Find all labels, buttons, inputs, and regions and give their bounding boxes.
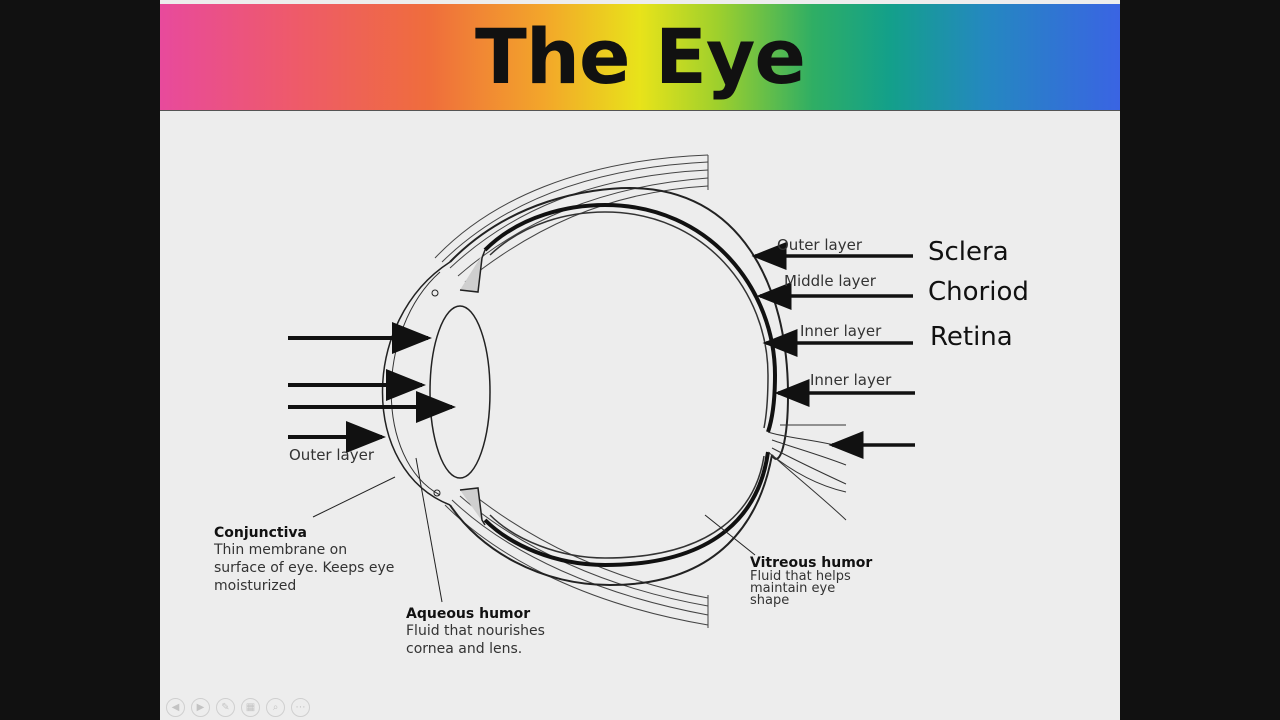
cornea bbox=[381, 261, 451, 506]
upper-tissue bbox=[434, 154, 709, 283]
title-banner bbox=[160, 4, 1120, 111]
inner-layer-label-1: Inner layer bbox=[800, 322, 882, 340]
middle-layer-label: Middle layer bbox=[784, 272, 876, 290]
outer-layer-right-label: Outer layer bbox=[777, 236, 862, 254]
iris-lower bbox=[459, 487, 486, 526]
zoom-icon[interactable]: ⌕ bbox=[266, 698, 285, 717]
eye-diagram bbox=[288, 154, 915, 628]
slides-icon[interactable]: ▦ bbox=[241, 698, 260, 717]
slide: The Eye bbox=[160, 0, 1120, 720]
outer-layer-left-label: Outer layer bbox=[289, 446, 374, 464]
aqueous-callout: Aqueous humor Fluid that nourishes corne… bbox=[406, 606, 576, 658]
vitreous-callout: Vitreous humor Fluid that helps maintain… bbox=[750, 555, 873, 608]
sclera-label: Sclera bbox=[928, 237, 1009, 267]
conjunctiva-callout: Conjunctiva Thin membrane on surface of … bbox=[214, 525, 414, 595]
iris-upper bbox=[459, 249, 486, 293]
previous-icon[interactable]: ◀ bbox=[166, 698, 185, 717]
sclera-outline bbox=[449, 186, 790, 460]
conjunctiva-title: Conjunctiva bbox=[214, 525, 307, 541]
more-icon[interactable]: ⋯ bbox=[291, 698, 310, 717]
light-ray-arrows bbox=[288, 322, 456, 453]
conjunctiva-text: Thin membrane on surface of eye. Keeps e… bbox=[214, 542, 395, 594]
pen-icon[interactable]: ✎ bbox=[216, 698, 235, 717]
callout-leaders bbox=[312, 457, 756, 603]
choriod-label: Choriod bbox=[928, 277, 1029, 307]
vitreous-text: Fluid that helps maintain eye shape bbox=[750, 569, 851, 608]
slide-title: The Eye bbox=[475, 12, 806, 101]
vitreous-title: Vitreous humor bbox=[750, 555, 873, 571]
retina-label: Retina bbox=[930, 322, 1013, 352]
retina-outline bbox=[489, 211, 769, 429]
inner-layer-label-2: Inner layer bbox=[810, 371, 892, 389]
next-icon[interactable]: ▶ bbox=[191, 698, 210, 717]
aqueous-title: Aqueous humor bbox=[406, 606, 531, 622]
layer-pointer-arrows bbox=[751, 242, 915, 459]
aqueous-text: Fluid that nourishes cornea and lens. bbox=[406, 623, 545, 657]
lower-tissue bbox=[444, 491, 709, 628]
optic-nerve bbox=[767, 424, 847, 521]
presentation-controls: ◀ ▶ ✎ ▦ ⌕ ⋯ bbox=[166, 698, 310, 717]
lens bbox=[429, 305, 491, 479]
